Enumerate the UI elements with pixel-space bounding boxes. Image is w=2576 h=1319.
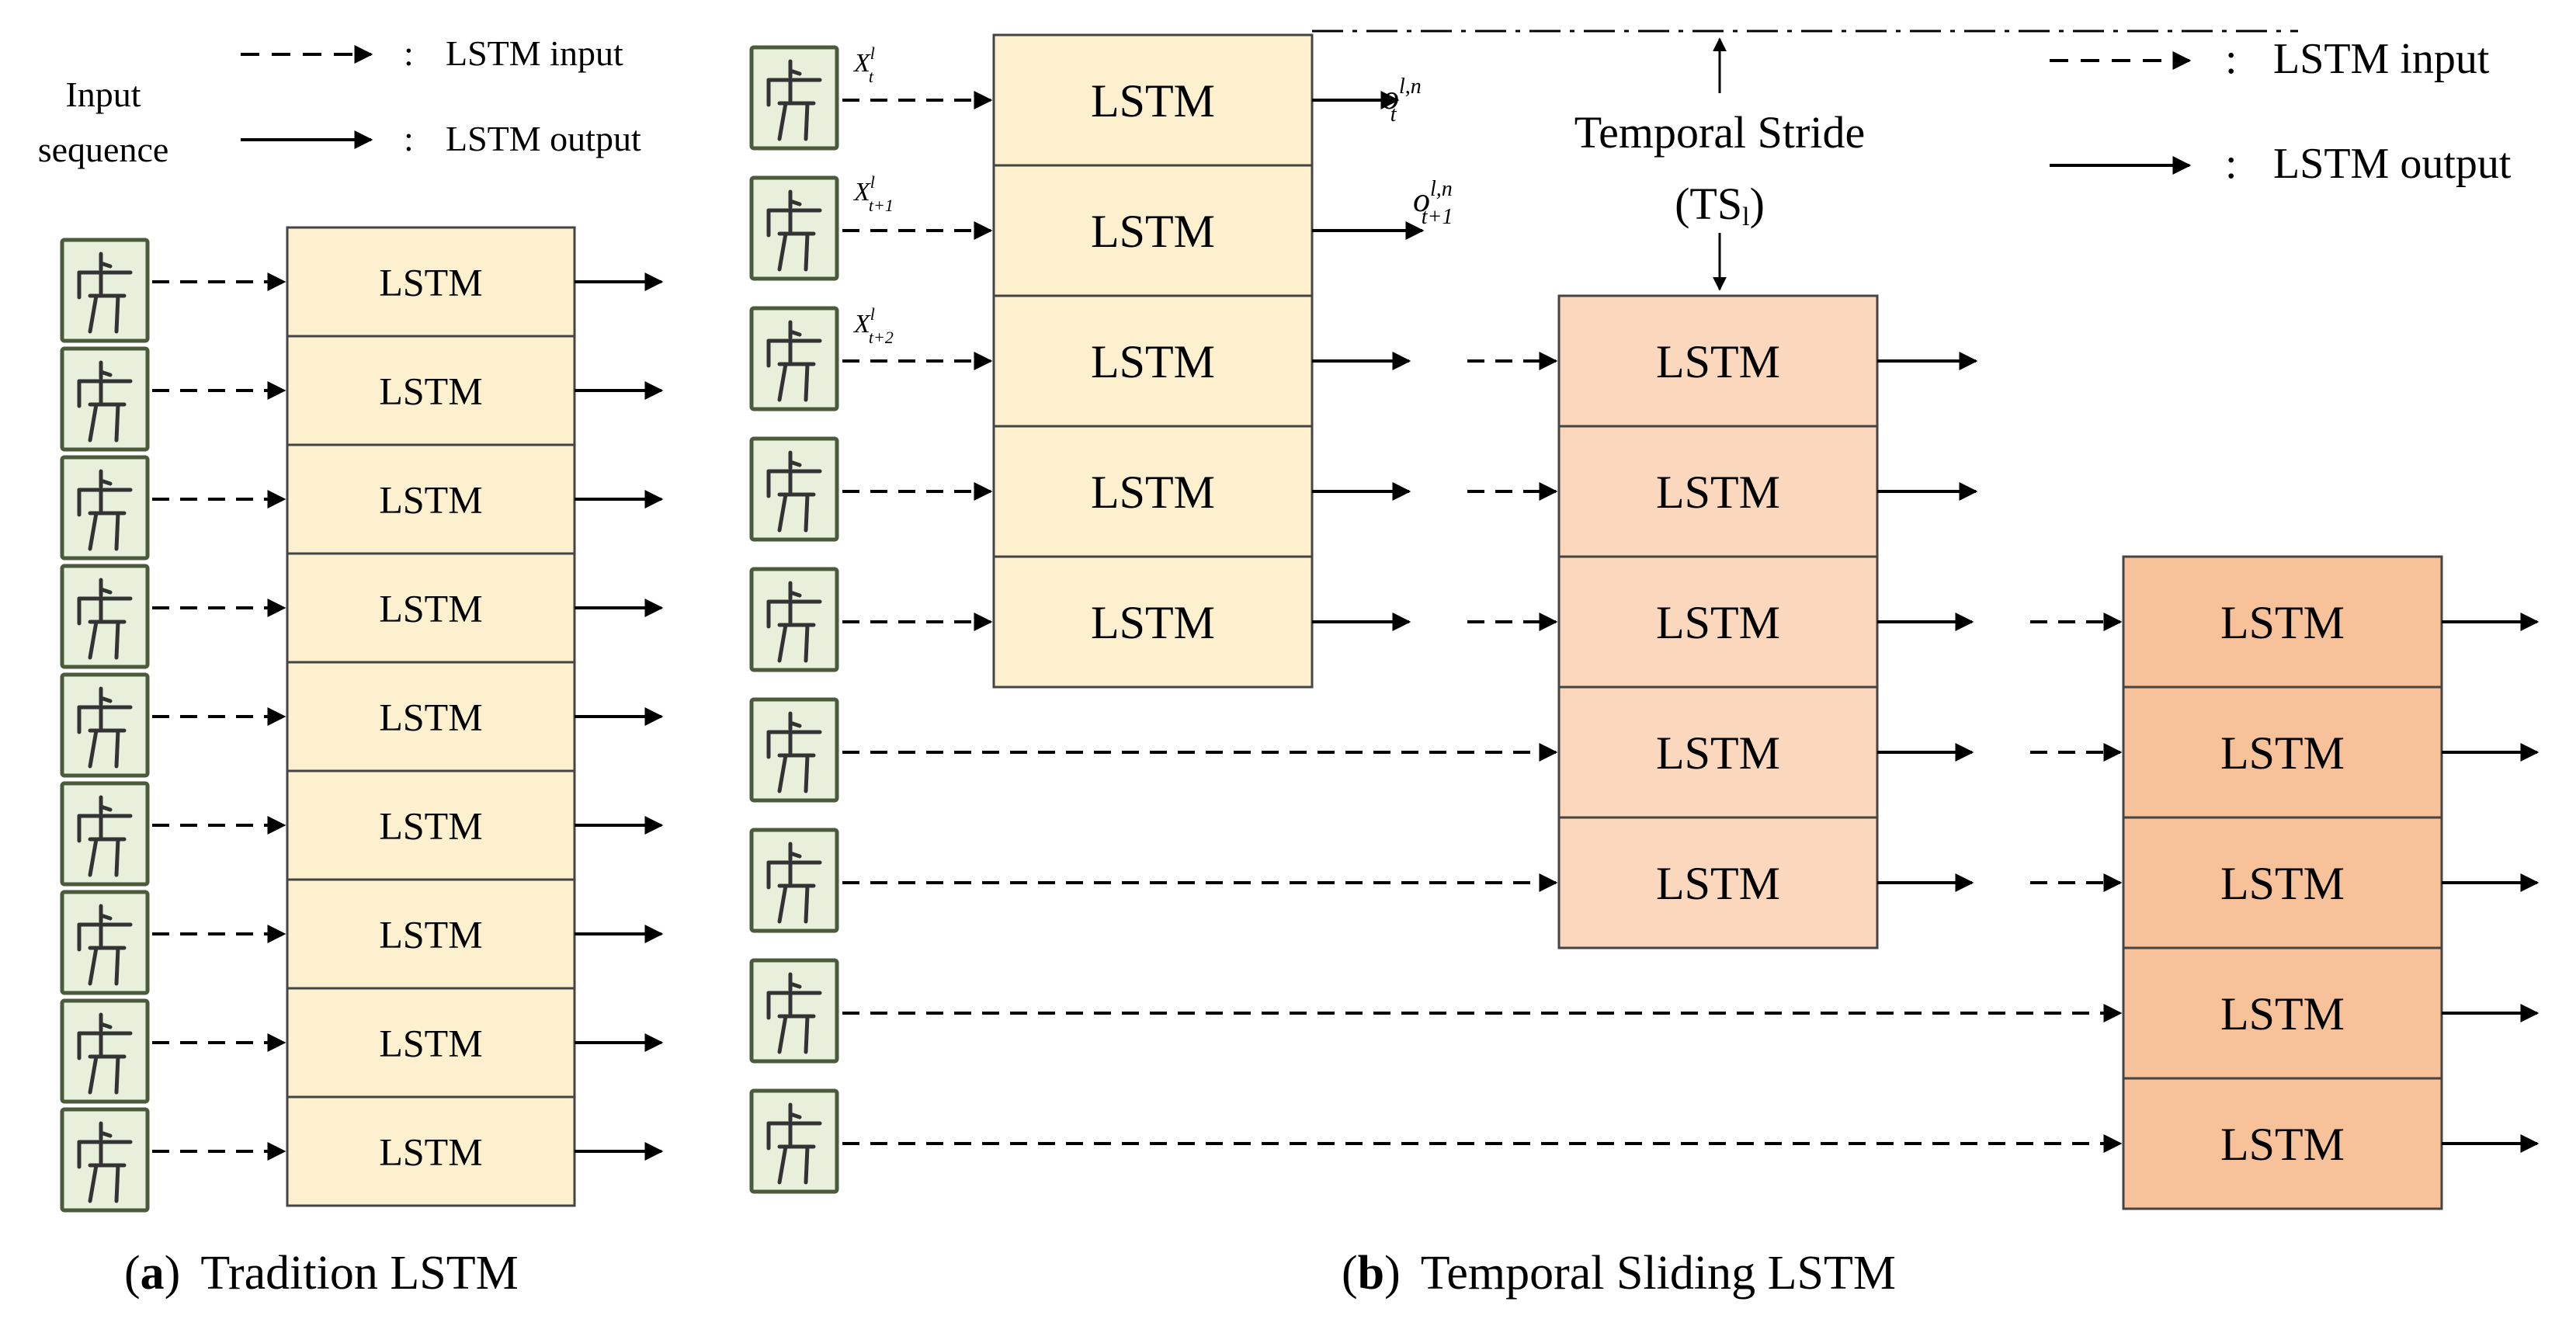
lstm-cell-a-label: LSTM [379,696,482,739]
caption-b-close: ) [1384,1247,1401,1300]
lstm-cell-b3-label: LSTM [2220,858,2345,909]
caption-a-open: ( [124,1247,141,1300]
skeleton-icon [752,699,837,800]
legend-solid-label: LSTM output [446,119,641,158]
skeleton-icon [62,783,148,884]
lstm-cell-b1-box [992,555,1314,689]
lstm-cell-a-box [286,769,576,881]
stride-abbr-group: (TSl) [1675,179,1765,231]
lstm-cell-b2-label: LSTM [1656,336,1780,387]
lstm-cell-b3-label: LSTM [2220,1119,2345,1170]
lstm-cell-a-label: LSTM [379,261,482,304]
stride-title: Temporal Stride [1574,107,1865,158]
stride-close-paren: ) [1750,179,1765,229]
caption-b-text: Temporal Sliding LSTM [1421,1247,1896,1300]
caption-b-open: ( [1342,1247,1358,1300]
lstm-cell-b1-label: LSTM [1091,336,1215,387]
caption-a-close: ) [165,1247,181,1300]
lstm-cell-b1-box [992,164,1314,297]
lstm-cell-a-label: LSTM [379,370,482,413]
skeleton-icon [752,569,837,670]
caption-a: (a) Tradition LSTM [124,1247,519,1300]
skeleton-icon [62,892,148,993]
lstm-cell-b1-label: LSTM [1091,467,1215,518]
panel-a-tradition-lstm: LSTM LSTM LSTM LSTM LSTM LSTM LSTM LSTM LSTM [62,226,664,1210]
lstm-cell-a-label: LSTM [379,1022,482,1065]
lstm-cell-b1-label: LSTM [1091,75,1215,127]
skeleton-icon [752,1091,837,1192]
lstm-cell-a-box [286,878,576,990]
lstm-cell-b3-box [2122,816,2443,949]
stride-open-paren: ( [1675,179,1689,229]
lstm-cell-a-label: LSTM [379,913,482,956]
legend-separator: : [404,119,414,158]
caption-b-letter: b [1358,1247,1384,1300]
lstm-cell-b2-box [1557,425,1879,558]
lstm-cell-a-label: LSTM [379,587,482,630]
skeleton-icon [62,566,148,667]
legend-b: : LSTM input : LSTM output [2050,35,2512,188]
lstm-cell-b1-label: LSTM [1091,597,1215,648]
skeleton-icon [62,457,148,558]
skeleton-icon [752,308,837,409]
skeleton-icon [752,178,837,279]
lstm-cell-b3-label: LSTM [2220,727,2345,779]
lstm-cell-b3-box [2122,1077,2443,1210]
lstm-cell-a-label: LSTM [379,478,482,522]
skeleton-icon [62,1109,148,1210]
legend-b-solid-label: LSTM output [2273,140,2512,188]
lstm-cell-b1-label: LSTM [1091,206,1215,257]
lstm-cell-b1-box [992,294,1314,428]
lstm-cell-b2-box [1557,294,1879,428]
lstm-cell-b3-box [2122,946,2443,1080]
legend-sequence-label: sequence [38,130,169,169]
legend-b-separator: : [2225,140,2238,188]
legend-b-dashed-label: LSTM input [2273,35,2490,83]
legend-input-label: Input [65,75,141,114]
temporal-stride-annotation: Temporal Stride (TSl) [1312,30,2298,291]
panel-b-temporal-sliding-lstm: LSTM LSTM LSTM LSTM LSTM LSTM LSTM LSTM LSTM LSTM… [752,33,2540,1210]
skeleton-icon [62,349,148,450]
skeleton-icon [62,675,148,776]
lstm-cell-a-label: LSTM [379,804,482,848]
legend-separator: : [404,33,414,73]
caption-a-text: Tradition LSTM [200,1247,518,1300]
caption-b: (b) Temporal Sliding LSTM [1342,1247,1896,1300]
captions: (a)Tradition LSTM (b)Temporal Sliding LS… [124,1247,1896,1300]
lstm-cell-a-box [286,552,576,664]
legend-dashed-label: LSTM input [446,33,623,73]
lstm-cell-b3-box [2122,686,2443,819]
lstm-cell-b3-box [2122,555,2443,689]
skeleton-icon [62,240,148,341]
lstm-cell-b3-label: LSTM [2220,597,2345,648]
lstm-cell-b3-label: LSTM [2220,988,2345,1040]
lstm-cell-a-box [286,226,576,338]
lstm-cell-a-box [286,1095,576,1207]
stride-abbr: TS [1689,179,1742,229]
lstm-cell-b2-box [1557,686,1879,819]
skeleton-icon [752,830,837,931]
lstm-cell-b1-box [992,33,1314,167]
skeleton-icon [752,960,837,1061]
lstm-cell-b2-label: LSTM [1656,597,1780,648]
skeleton-icon [752,47,837,148]
skeleton-icon [62,1001,148,1102]
lstm-cell-b2-label: LSTM [1656,467,1780,518]
lstm-cell-b2-label: LSTM [1656,727,1780,779]
legend-a: Input sequence : LSTM input : LSTM outpu… [38,33,641,169]
skeleton-icon [752,439,837,540]
lstm-cell-a-label: LSTM [379,1130,482,1174]
stride-abbr-sub: l [1742,203,1749,231]
caption-a-letter: a [141,1247,165,1300]
lstm-cell-b2-box [1557,816,1879,949]
legend-b-separator: : [2225,35,2238,83]
lstm-cell-b2-label: LSTM [1656,858,1780,909]
